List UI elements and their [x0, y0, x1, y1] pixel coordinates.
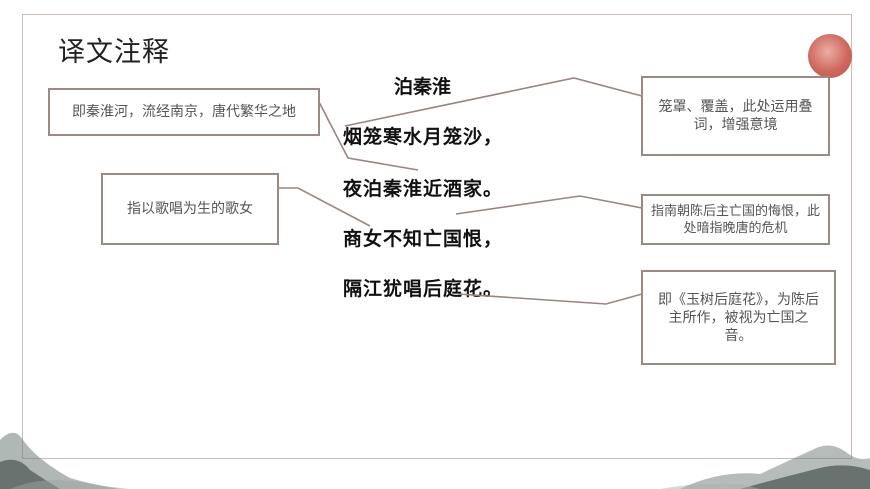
slide-title: 译文注释	[58, 37, 170, 68]
note-box-long: 笼罩、覆盖，此处运用叠词，增强意境	[641, 76, 830, 156]
slide-frame	[22, 14, 852, 459]
note-box-shangnv: 指以歌唱为生的歌女	[101, 173, 279, 245]
connector-shangnv	[278, 187, 371, 227]
poem-line-2: 夜泊秦淮近酒家。	[343, 178, 504, 200]
poem-title: 泊秦淮	[394, 76, 452, 98]
connector-wangguohen	[455, 195, 643, 215]
red-sun-decoration	[808, 34, 852, 78]
connector-long	[344, 77, 643, 127]
note-box-houtinghua: 即《玉树后庭花》，为陈后主所作，被视为亡国之音。	[641, 270, 836, 365]
poem-line-3: 商女不知亡国恨，	[343, 228, 504, 250]
connector-qinhuai	[317, 99, 419, 171]
note-text-long: 笼罩、覆盖，此处运用叠词，增强意境	[658, 99, 813, 133]
note-text-shangnv: 指以歌唱为生的歌女	[127, 201, 253, 217]
note-text-wangguohen: 指南朝陈后主亡国的悔恨，此处暗指晚唐的危机	[650, 203, 820, 236]
connector-houtinghua	[457, 293, 643, 305]
note-box-qinhuai: 即秦淮河，流经南京，唐代繁华之地	[48, 88, 320, 136]
note-box-wangguohen: 指南朝陈后主亡国的悔恨，此处暗指晚唐的危机	[641, 194, 830, 245]
note-text-qinhuai: 即秦淮河，流经南京，唐代繁华之地	[72, 104, 296, 120]
poem-line-1: 烟笼寒水月笼沙，	[343, 126, 504, 148]
note-text-houtinghua: 即《玉树后庭花》，为陈后主所作，被视为亡国之音。	[658, 291, 819, 344]
